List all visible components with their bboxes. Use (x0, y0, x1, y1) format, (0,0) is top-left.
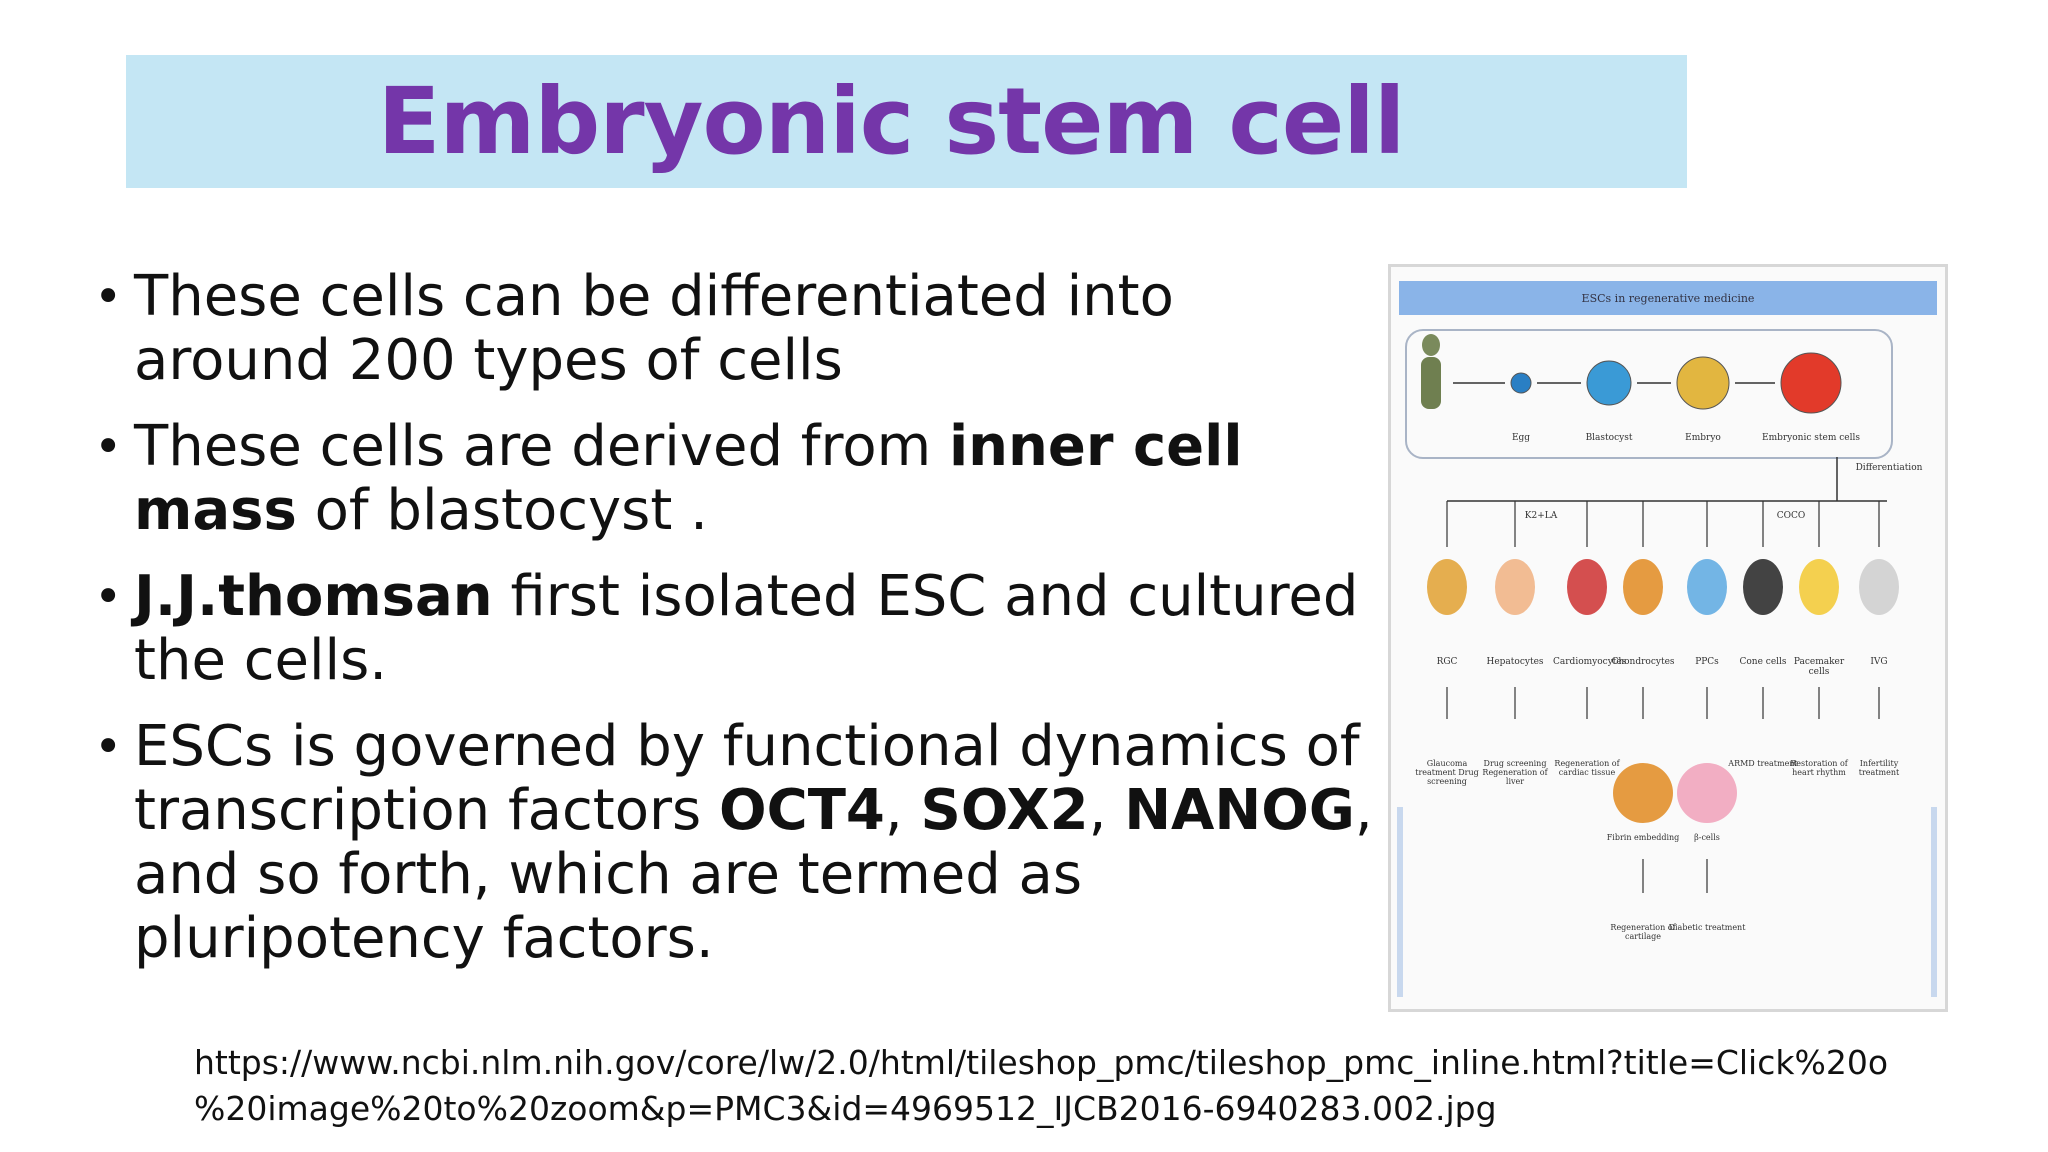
stage-cell-icon (1676, 356, 1730, 410)
cell-type-label: PPCs (1695, 657, 1719, 667)
bullet-dot: • (94, 419, 123, 475)
url-line-2[interactable]: %20image%20to%20zoom&p=PMC3&id=4969512_I… (194, 1089, 1497, 1128)
cell-type-label: IVG (1870, 657, 1888, 667)
secondary-cell-icon (1677, 763, 1737, 823)
slide-title: Embryonic stem cell (377, 68, 1406, 175)
secondary-cell-label: β-cells (1694, 833, 1720, 842)
bullet-bold-text: J.J.thomsan (134, 564, 493, 629)
bullet-text: These cells are derived from (134, 414, 949, 479)
bullet-list: •These cells can be differentiated into … (94, 265, 1374, 993)
person-body-icon (1421, 357, 1441, 409)
bullet-text: ESCs is governed by functional dynamics … (134, 714, 1360, 843)
person-head-icon (1422, 334, 1440, 356)
stage-box (1405, 329, 1893, 459)
bullet-item: •J.J.thomsan first isolated ESC and cult… (94, 565, 1374, 693)
cell-type-icon (1743, 559, 1783, 615)
cell-type-label: Pacemaker cells (1793, 657, 1845, 677)
bullet-text: These cells can be differentiated into a… (134, 264, 1174, 393)
bullet-text: , and so forth, which are termed as plur… (134, 778, 1373, 971)
stage-cell-icon (1586, 360, 1632, 406)
outcome-label: Regeneration of cartilage (1610, 923, 1676, 941)
secondary-cell-label: Fibrin embedding (1606, 833, 1680, 842)
side-bar-right (1931, 807, 1937, 997)
differentiation-label: Differentiation (1855, 463, 1923, 473)
bullet-text: , (1088, 778, 1125, 843)
cell-type-label: Cardiomyocytes (1553, 657, 1627, 667)
cell-type-icon (1799, 559, 1839, 615)
figure-diagram (1397, 334, 1937, 997)
bullet-item: •These cells can be differentiated into … (94, 265, 1374, 393)
stage-label: Embryo (1685, 433, 1721, 443)
cell-type-label: RGC (1436, 657, 1458, 667)
application-label: Glaucoma treatment Drug screening (1415, 759, 1479, 786)
stage-cell-icon (1510, 372, 1532, 394)
title-band: Embryonic stem cell (126, 55, 1687, 188)
cell-type-icon (1859, 559, 1899, 615)
bullet-text: first isolated ESC and cultured the cell… (134, 564, 1359, 693)
application-label: Regeneration of cardiac tissue (1554, 759, 1620, 777)
application-label: Infertility treatment (1858, 759, 1900, 777)
bullet-text: , (884, 778, 921, 843)
stage-cell-icon (1780, 352, 1842, 414)
cell-type-icon (1687, 559, 1727, 615)
application-label: Drug screening Regeneration of liver (1482, 759, 1548, 786)
stage-label: Egg (1511, 433, 1531, 443)
bullet-text: of blastocyst . (296, 478, 708, 543)
application-label: Restoration of heart rhythm (1790, 759, 1848, 777)
bullet-bold-text: SOX2 (920, 778, 1089, 843)
cell-type-icon (1495, 559, 1535, 615)
cell-type-label: Hepatocytes (1486, 657, 1544, 667)
bullet-bold-text: OCT4 (719, 778, 885, 843)
bullet-dot: • (94, 719, 123, 775)
branch-label: COCO (1776, 511, 1806, 521)
cell-type-label: Chondrocytes (1611, 657, 1675, 667)
branch-label: K2+LA (1524, 511, 1558, 521)
figure-title: ESCs in regenerative medicine (1399, 281, 1937, 315)
bullet-item: •ESCs is governed by functional dynamics… (94, 715, 1374, 971)
outcome-label: Diabetic treatment (1668, 923, 1746, 932)
cell-type-icon (1427, 559, 1467, 615)
stage-label: Blastocyst (1585, 433, 1633, 443)
bullet-bold-text: inner cell mass (134, 414, 1243, 543)
secondary-cell-icon (1613, 763, 1673, 823)
url-line-1[interactable]: https://www.ncbi.nlm.nih.gov/core/lw/2.0… (194, 1043, 1889, 1082)
bullet-dot: • (94, 269, 123, 325)
cell-type-icon (1567, 559, 1607, 615)
bullet-dot: • (94, 569, 123, 625)
bullet-item: •These cells are derived from inner cell… (94, 415, 1374, 543)
side-bar-left (1397, 807, 1403, 997)
application-label: ARMD treatment (1728, 759, 1798, 768)
cell-type-icon (1623, 559, 1663, 615)
stage-label: Embryonic stem cells (1762, 433, 1860, 443)
source-url[interactable]: https://www.ncbi.nlm.nih.gov/core/lw/2.0… (194, 1040, 2044, 1132)
esc-figure: ESCs in regenerative medicine Egg Blastoc… (1388, 264, 1948, 1012)
cell-type-label: Cone cells (1739, 657, 1787, 667)
bullet-bold-text: NANOG (1124, 778, 1355, 843)
